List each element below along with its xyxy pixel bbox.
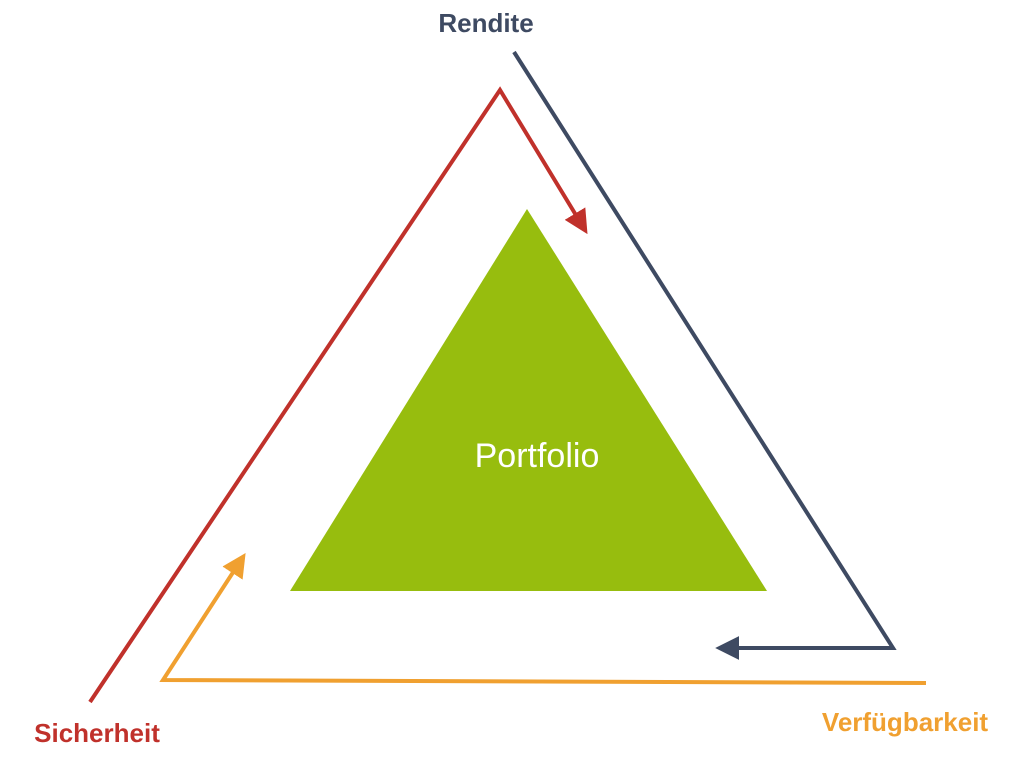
rendite-label: Rendite xyxy=(438,8,533,38)
sicherheit-arrow xyxy=(88,86,588,704)
portfolio-triangle xyxy=(290,209,767,591)
verfuegbarkeit-arrow xyxy=(159,552,927,685)
sicherheit-label: Sicherheit xyxy=(34,718,160,748)
rendite-arrow xyxy=(512,50,897,660)
portfolio-label: Portfolio xyxy=(475,437,600,475)
verfuegbarkeit-label: Verfügbarkeit xyxy=(822,707,989,737)
